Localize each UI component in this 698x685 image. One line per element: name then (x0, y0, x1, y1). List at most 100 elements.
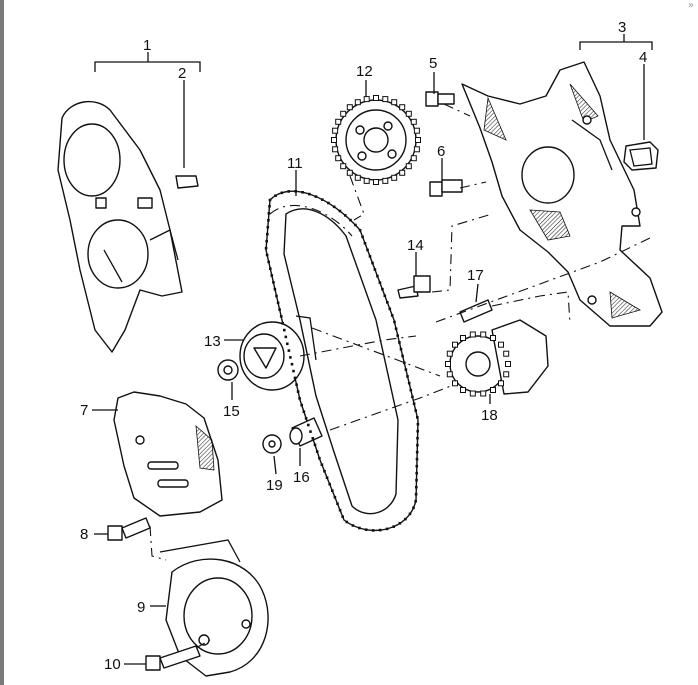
part-10-bolt[interactable] (145, 645, 201, 671)
callout-6: 6 (437, 143, 445, 160)
sprocket-tooth (413, 127, 420, 134)
sprocket-tooth (340, 110, 347, 117)
belt-tooth (415, 457, 419, 461)
callout-5: 5 (429, 55, 437, 72)
sprocket-tooth (382, 177, 389, 184)
belt-tooth (345, 520, 349, 524)
sprocket-tooth (452, 341, 458, 348)
belt-tooth (280, 191, 284, 195)
belt-tooth (328, 482, 331, 486)
belt-tooth (307, 423, 310, 427)
callout-16: 16 (293, 469, 310, 486)
belt-tooth (308, 192, 311, 196)
belt-tooth (338, 508, 342, 512)
callout-19: 19 (266, 477, 283, 494)
sprocket-tooth (399, 169, 406, 176)
expand-arrows-icon[interactable]: » (687, 0, 694, 11)
part-14-stud[interactable] (397, 275, 431, 299)
belt-tooth (311, 437, 315, 440)
belt-tooth (371, 529, 375, 532)
sprocket-tooth (346, 169, 353, 176)
belt-tooth (289, 356, 292, 359)
belt-tooth (406, 375, 409, 378)
belt-tooth (371, 261, 374, 265)
belt-tooth (333, 495, 337, 499)
sprocket-tooth (460, 387, 466, 393)
belt-tooth (351, 524, 355, 527)
belt-tooth (354, 223, 357, 227)
part-12-camshaft-sprocket[interactable] (335, 99, 417, 181)
belt-tooth (313, 443, 317, 447)
belt-tooth (268, 205, 271, 208)
belt-tooth (390, 314, 394, 317)
belt-tooth (416, 422, 420, 426)
part-1-upper-belt-cover[interactable] (57, 100, 183, 353)
part-15-nut[interactable] (217, 359, 239, 381)
callout-14: 14 (407, 237, 424, 254)
belt-tooth (270, 274, 274, 277)
belt-tooth (381, 287, 384, 291)
belt-tooth (415, 485, 418, 489)
belt-tooth (286, 342, 289, 346)
part-13-tensioner-roller[interactable] (239, 315, 317, 391)
belt-tooth (383, 294, 387, 297)
callout-18: 18 (481, 407, 498, 424)
callout-8: 8 (80, 526, 88, 543)
part-7-middle-cover[interactable] (113, 391, 223, 517)
part-3-rear-cover[interactable] (461, 61, 663, 327)
belt-tooth (373, 268, 377, 271)
sprocket-tooth (332, 127, 339, 134)
sprocket-tooth (354, 174, 361, 181)
sprocket-tooth (505, 361, 511, 367)
belt-tooth (278, 308, 281, 311)
belt-tooth (273, 287, 277, 291)
sprocket-tooth (490, 335, 496, 341)
belt-tooth (281, 322, 284, 325)
belt-tooth (298, 397, 301, 400)
part-6-bolt[interactable] (429, 179, 463, 197)
belt-tooth (416, 443, 419, 447)
callout-4: 4 (639, 49, 647, 66)
assembly-lines (149, 103, 651, 649)
belt-tooth (398, 522, 402, 525)
part-5-bolt[interactable] (425, 91, 455, 107)
part-19-nut[interactable] (262, 434, 282, 454)
part-4-seal[interactable] (623, 141, 659, 171)
belt-tooth (314, 195, 318, 198)
callout-7: 7 (80, 402, 88, 419)
belt-tooth (293, 376, 297, 380)
belt-tooth (398, 341, 401, 344)
belt-tooth (267, 260, 270, 264)
belt-tooth (414, 409, 417, 412)
belt-tooth (296, 390, 300, 393)
belt-tooth (336, 502, 339, 505)
belt-tooth (295, 383, 298, 386)
part-16-idler-roller[interactable] (289, 417, 323, 447)
callout-15: 15 (223, 403, 240, 420)
part-17-stud[interactable] (459, 299, 493, 323)
sprocket-tooth (498, 341, 504, 348)
sprocket-tooth (503, 371, 510, 378)
callout-11: 11 (287, 155, 303, 172)
part-11-timing-belt[interactable] (265, 190, 419, 532)
sprocket-tooth (335, 155, 342, 162)
part-2-clip[interactable] (175, 175, 199, 189)
sprocket-tooth (405, 163, 412, 170)
belt-tooth (304, 417, 308, 420)
belt-tooth (287, 349, 291, 352)
belt-tooth (302, 410, 306, 413)
belt-tooth (412, 402, 416, 405)
sprocket-tooth (391, 174, 398, 181)
belt-tooth (320, 463, 324, 466)
belt-tooth (309, 430, 312, 433)
belt-tooth (344, 214, 347, 217)
callout-10: 10 (104, 656, 121, 673)
left-border (0, 0, 4, 685)
sprocket-tooth (480, 331, 487, 338)
belt-tooth (386, 301, 389, 304)
part-8-bolt[interactable] (107, 517, 151, 541)
belt-tooth (414, 492, 418, 496)
belt-tooth (404, 368, 408, 371)
